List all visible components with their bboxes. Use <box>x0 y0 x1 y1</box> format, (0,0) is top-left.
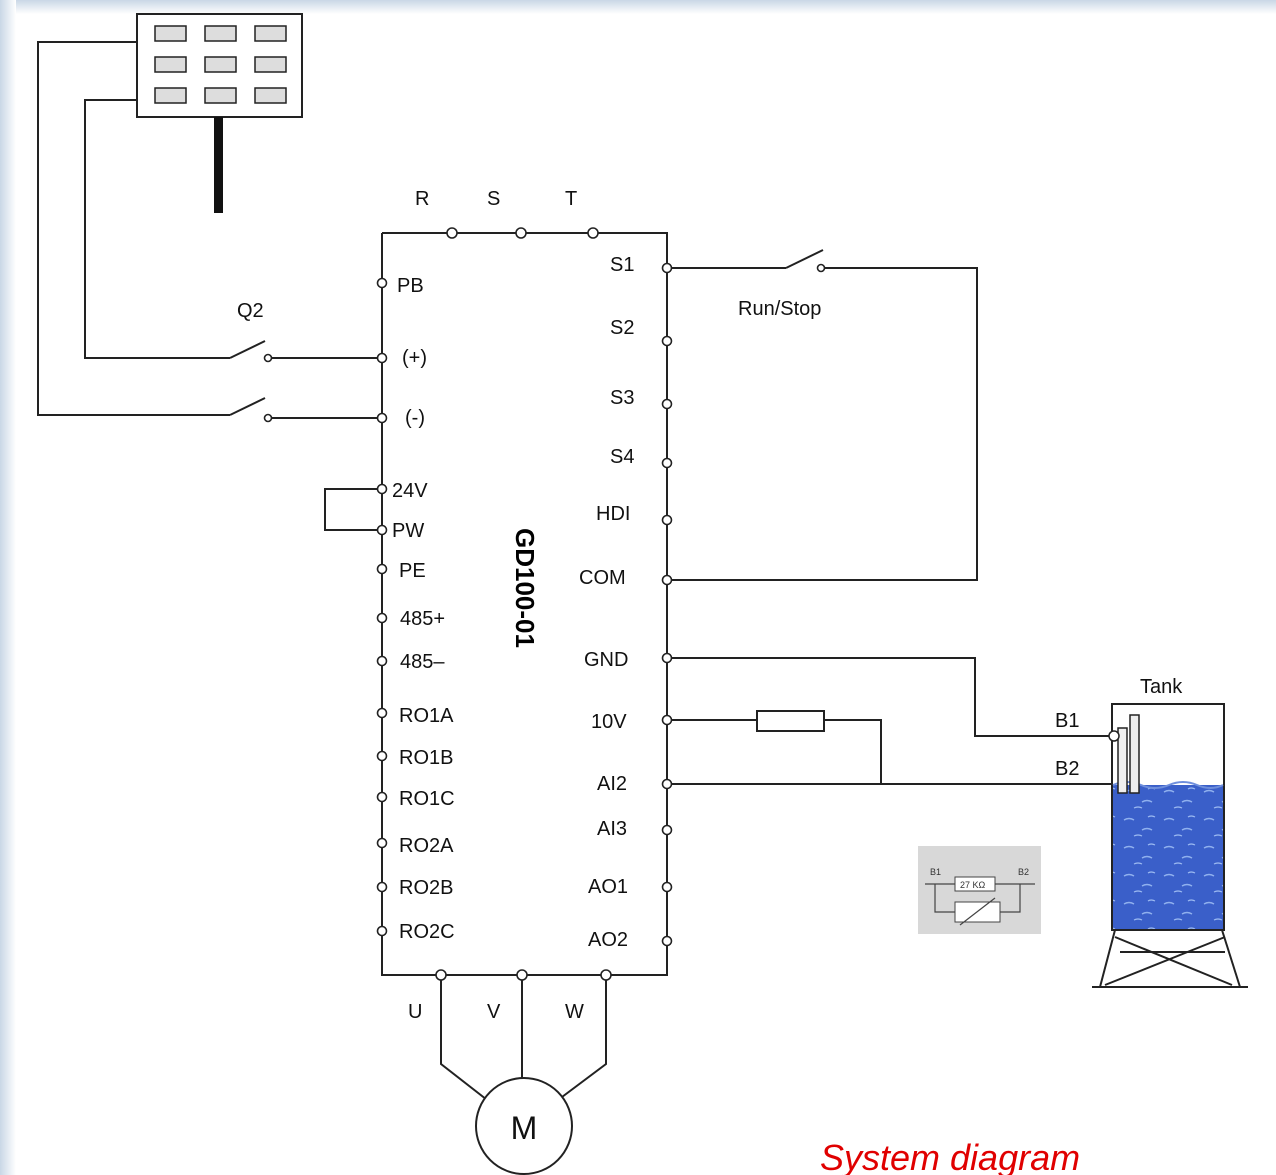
input-power-terminals: R S T <box>415 188 599 239</box>
terminal-com: COM <box>579 567 626 589</box>
terminal-ro2a: RO2A <box>399 835 454 857</box>
terminal-t: T <box>565 188 577 210</box>
terminal-minus: (-) <box>405 407 425 429</box>
terminal-ro2b: RO2B <box>399 877 453 899</box>
terminal-ai3: AI3 <box>597 818 627 840</box>
terminal-gnd: GND <box>584 649 628 671</box>
resistor <box>756 710 825 732</box>
terminal-24v: 24V <box>392 480 428 502</box>
terminal-s3: S3 <box>610 387 634 409</box>
jumper-24v-pw <box>324 488 377 531</box>
terminal-s4: S4 <box>610 446 634 468</box>
run-stop-switch: Run/Stop <box>672 249 978 581</box>
inset-b1: B1 <box>930 867 941 877</box>
terminal-s2: S2 <box>610 317 634 339</box>
terminal-s: S <box>487 188 500 210</box>
motor-label: M <box>511 1110 538 1146</box>
terminal-ro1c: RO1C <box>399 788 455 810</box>
terminal-s1: S1 <box>610 254 634 276</box>
level-sensor-wiring: B1 B2 <box>672 657 1112 785</box>
inset-b2: B2 <box>1018 867 1029 877</box>
terminal-pb: PB <box>397 275 424 297</box>
terminal-ao1: AO1 <box>588 876 628 898</box>
inset-resistor-value: 27 KΩ <box>960 880 986 890</box>
terminal-485-plus: 485+ <box>400 608 445 630</box>
terminal-485-minus: 485– <box>400 651 445 673</box>
terminal-pw: PW <box>392 520 424 542</box>
breaker-q2: Q2 <box>229 300 382 423</box>
terminal-u: U <box>408 1001 422 1023</box>
terminal-w: W <box>565 1001 584 1023</box>
left-terminal-strip: PB (+) (-) 24V PW PE 485+ 485– RO1A RO1B… <box>324 275 455 943</box>
solar-panel <box>136 13 303 213</box>
terminal-ao2: AO2 <box>588 929 628 951</box>
run-stop-label: Run/Stop <box>738 298 821 320</box>
water-tank: Tank <box>1092 676 1248 988</box>
motor: M <box>475 1077 573 1175</box>
terminal-pe: PE <box>399 560 426 582</box>
drive-unit: GD100-01 <box>381 232 668 976</box>
terminal-hdi: HDI <box>596 503 630 525</box>
probe-b1-label: B1 <box>1055 710 1079 732</box>
terminal-r: R <box>415 188 429 210</box>
breaker-label: Q2 <box>237 300 264 322</box>
dc-supply-wires <box>37 41 230 416</box>
resistor-inset: 27 KΩ B1 B2 <box>918 846 1041 934</box>
terminal-ro1a: RO1A <box>399 705 454 727</box>
drive-model-label: GD100-01 <box>510 528 540 648</box>
right-terminal-strip: S1 S2 S3 S4 HDI COM GND 10V AI2 AI3 AO1 … <box>579 254 673 951</box>
terminal-10v: 10V <box>591 711 627 733</box>
motor-wiring: U V W <box>408 969 612 1104</box>
tank-label: Tank <box>1140 676 1183 698</box>
terminal-ro1b: RO1B <box>399 747 453 769</box>
diagram-caption: System diagram <box>820 1137 1080 1175</box>
terminal-plus: (+) <box>402 347 427 369</box>
probe-b2-label: B2 <box>1055 758 1079 780</box>
terminal-ro2c: RO2C <box>399 921 455 943</box>
terminal-v: V <box>487 1001 501 1023</box>
terminal-ai2: AI2 <box>597 773 627 795</box>
